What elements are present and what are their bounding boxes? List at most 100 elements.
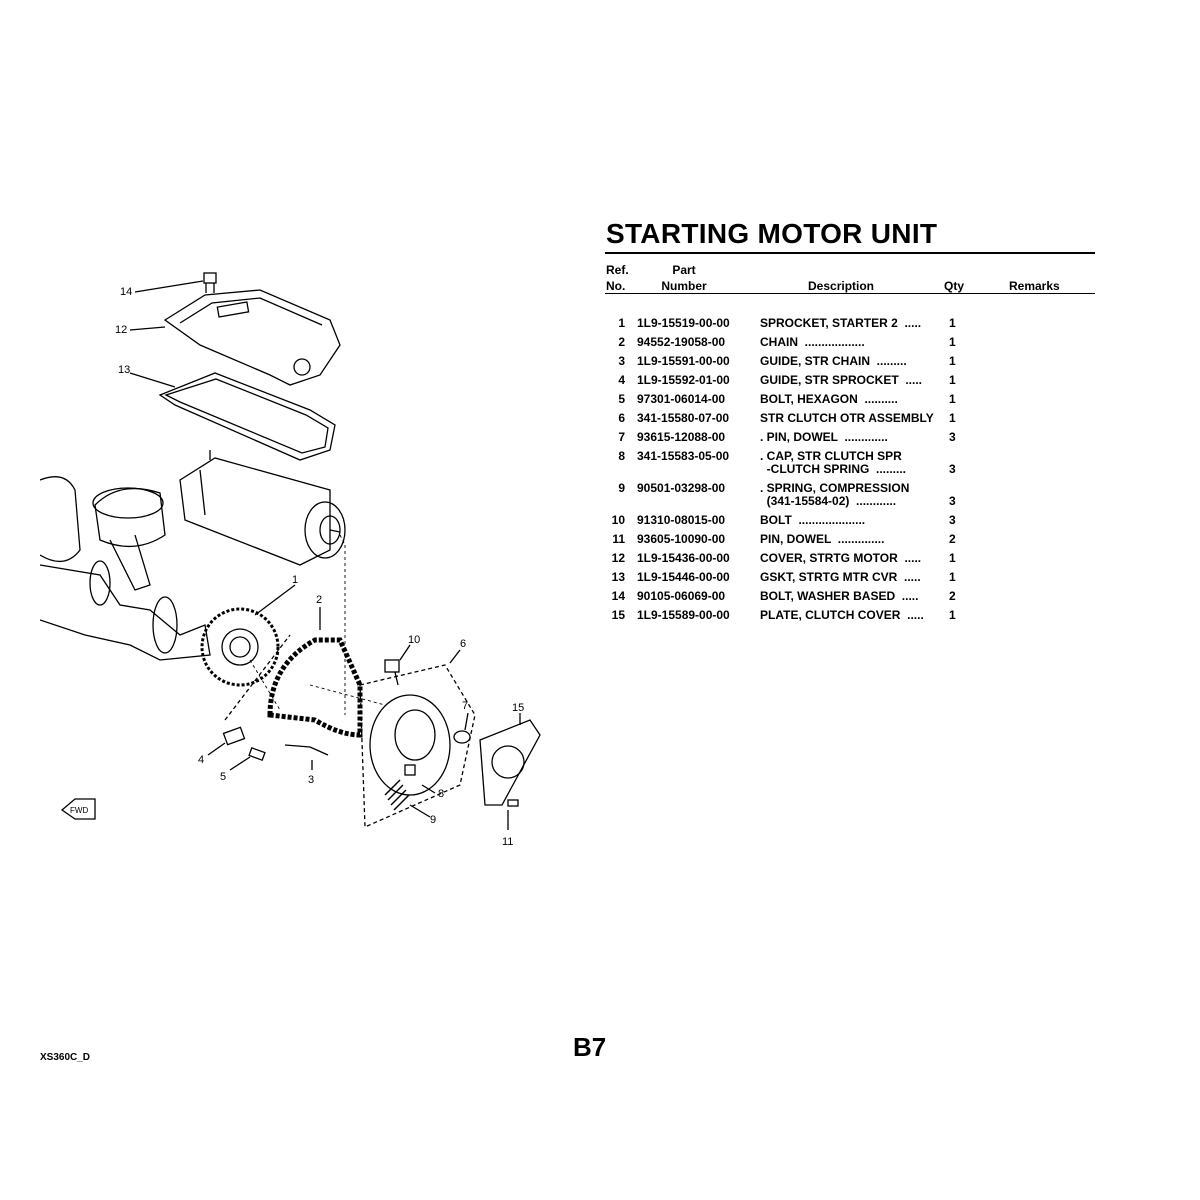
ref-no: 11 [612, 532, 625, 546]
callout-1: 1 [292, 574, 298, 586]
callout-2: 2 [316, 594, 322, 606]
forward-arrow-icon [60, 798, 96, 820]
callout-5: 5 [220, 771, 226, 783]
fwd-label: FWD [70, 806, 88, 815]
part-4-guide-sprocket [207, 634, 291, 756]
part-number: 94552-19058-00 [637, 335, 726, 349]
ref-no: 2 [618, 335, 625, 349]
part-description: PIN, DOWEL .............. [760, 532, 885, 546]
callout-10: 10 [408, 634, 420, 646]
part-12-cover [129, 289, 341, 386]
part-description: COVER, STRTG MOTOR ..... [760, 551, 922, 565]
part-number: 97301-06014-00 [637, 392, 726, 406]
header-rule [605, 293, 1095, 294]
header-ref-line1: Ref. [606, 263, 629, 277]
part-number: 90105-06069-00 [637, 589, 726, 603]
part-6-clutch-assembly [359, 649, 476, 828]
exploded-parts-diagram: 14 12 13 1 2 3 4 5 6 7 8 9 10 11 15 FWD [40, 272, 541, 848]
header-qty: Qty [944, 279, 965, 293]
part-description-line2: (341-15584-02) ............ [760, 494, 897, 508]
part-11-pin [507, 799, 519, 830]
part-number: 91310-08015-00 [637, 513, 726, 527]
callout-13: 13 [118, 364, 130, 376]
part-number: 1L9-15592-01-00 [637, 373, 730, 387]
callout-6: 6 [460, 638, 466, 650]
part-qty: 1 [949, 335, 956, 349]
part-13-gasket [129, 372, 336, 461]
part-description: BOLT, HEXAGON .......... [760, 392, 898, 406]
part-number: 1L9-15519-00-00 [637, 316, 730, 330]
part-qty: 1 [949, 551, 956, 565]
model-code: XS360C_D [40, 1052, 91, 1063]
part-qty: 2 [949, 589, 956, 603]
part-9-spring [384, 779, 431, 818]
ref-no: 10 [611, 513, 625, 527]
ref-no: 5 [618, 392, 625, 406]
part-number: 93615-12088-00 [637, 430, 726, 444]
part-number: 90501-03298-00 [637, 481, 726, 495]
part-number: 93605-10090-00 [637, 532, 726, 546]
callout-9: 9 [430, 814, 436, 826]
part-qty: 1 [949, 608, 956, 622]
part-5-bolt [229, 747, 266, 771]
part-qty: 1 [949, 316, 956, 330]
header-part-number: Part Number [658, 262, 710, 294]
engine-crankshaft [40, 476, 211, 661]
part-description: PLATE, CLUTCH COVER ..... [760, 608, 924, 622]
part-description-line2: -CLUTCH SPRING ......... [760, 462, 907, 476]
part-qty: 1 [949, 392, 956, 406]
ref-no: 13 [611, 570, 625, 584]
part-number: 1L9-15589-00-00 [637, 608, 730, 622]
part-description: SPROCKET, STARTER 2 ..... [760, 316, 922, 330]
part-qty: 3 [949, 430, 956, 444]
callout-3: 3 [308, 774, 314, 786]
starter-motor [179, 450, 346, 566]
ref-no: 12 [611, 551, 625, 565]
header-ref-line2: No. [606, 279, 626, 293]
part-2-chain [267, 607, 363, 738]
page-number: B7 [573, 1032, 607, 1062]
part-3-guide-chain [284, 744, 329, 770]
ref-no: 14 [611, 589, 625, 603]
part-description: . CAP, STR CLUTCH SPR [760, 449, 902, 463]
part-15-plate [479, 713, 541, 806]
part-7-pin [453, 712, 471, 744]
ref-no: 4 [618, 373, 625, 387]
callout-7: 7 [462, 700, 468, 712]
header-remarks: Remarks [1009, 279, 1060, 293]
header-description: Description [808, 279, 875, 293]
callout-8: 8 [438, 788, 444, 800]
part-number: 341-15580-07-00 [637, 411, 730, 425]
part-qty: 2 [949, 532, 956, 546]
part-description: STR CLUTCH OTR ASSEMBLY [760, 411, 934, 425]
part-1-sprocket [200, 584, 296, 687]
ref-no: 9 [618, 481, 625, 495]
ref-no: 3 [618, 354, 625, 368]
part-description: . PIN, DOWEL ............. [760, 430, 888, 444]
part-description: GUIDE, STR SPROCKET ..... [760, 373, 923, 387]
part-number: 1L9-15436-00-00 [637, 551, 730, 565]
part-description: GUIDE, STR CHAIN ......... [760, 354, 907, 368]
header-ref: Ref. No. [606, 262, 629, 294]
part-description: CHAIN .................. [760, 335, 865, 349]
part-qty: 3 [949, 513, 956, 527]
callout-4: 4 [198, 754, 204, 766]
callout-14: 14 [120, 286, 132, 298]
part-description: BOLT, WASHER BASED ..... [760, 589, 919, 603]
part-qty: 1 [949, 354, 956, 368]
part-description: BOLT .................... [760, 513, 866, 527]
header-part-line2: Number [661, 279, 707, 293]
part-number: 1L9-15446-00-00 [637, 570, 730, 584]
callout-15: 15 [512, 702, 524, 714]
callout-labels: 14 12 13 1 2 3 4 5 6 7 8 9 10 11 15 FWD [70, 286, 524, 848]
part-qty: 1 [949, 570, 956, 584]
header-part-line1: Part [672, 263, 696, 277]
ref-no: 6 [618, 411, 625, 425]
part-qty: 3 [949, 494, 956, 508]
ref-no: 15 [611, 608, 625, 622]
ref-no: 8 [618, 449, 625, 463]
title-rule [605, 252, 1095, 254]
part-number: 1L9-15591-00-00 [637, 354, 730, 368]
part-14-bolt [134, 272, 217, 293]
ref-no: 7 [618, 430, 625, 444]
